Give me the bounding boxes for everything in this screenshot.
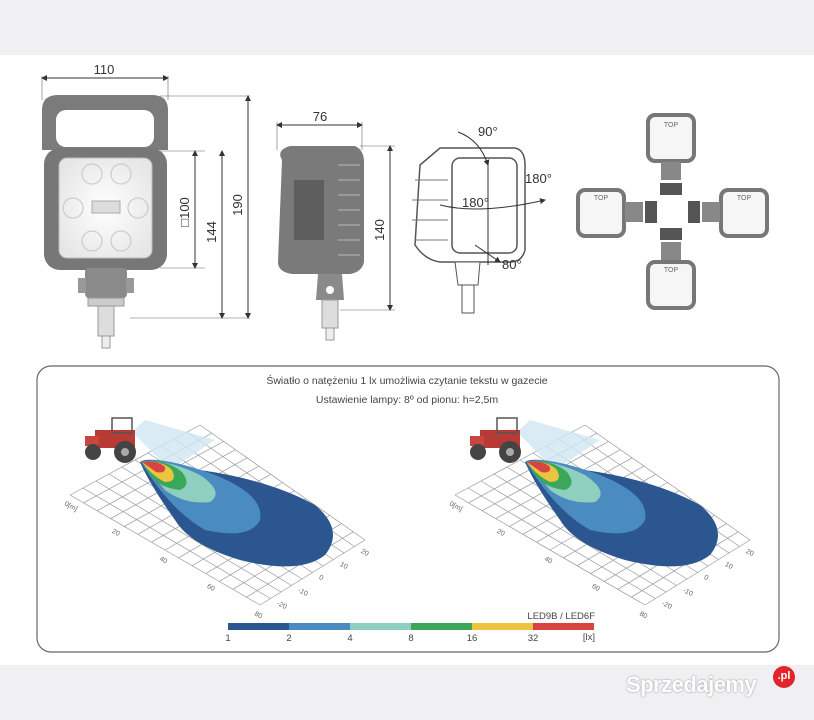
side-view: 76 140	[276, 109, 395, 341]
caption-line1: Światło o natężeniu 1 lx umożliwia czyta…	[266, 374, 547, 387]
dim-body-height: 144	[204, 221, 219, 243]
mount-right: TOP	[688, 188, 769, 238]
legend-tick: 2	[286, 633, 291, 644]
lateral-tick: 20	[745, 548, 755, 558]
legend-swatch	[228, 623, 289, 630]
legend-tick: 8	[408, 633, 413, 644]
light-cone	[517, 420, 600, 470]
svg-text:TOP: TOP	[664, 267, 679, 274]
dim-total-height: 190	[230, 194, 245, 216]
rotation-right-label: 180°	[525, 171, 552, 186]
mount-left: TOP	[576, 188, 657, 238]
lateral-tick: 0	[703, 574, 710, 582]
legend-swatch	[289, 623, 350, 630]
light-cone	[132, 420, 215, 470]
dim-depth: 76	[313, 109, 327, 124]
rotation-top-label: 90°	[478, 124, 498, 139]
dim-width: 110	[94, 62, 115, 77]
legend-swatch	[472, 623, 533, 630]
watermark-badge: .pl	[773, 666, 795, 688]
beam-zone-32lx	[142, 461, 166, 473]
bottom-band	[0, 665, 814, 720]
mount-orientations: TOP TOP TOP TOP	[576, 113, 769, 310]
legend-swatch	[533, 623, 594, 630]
dim-side-height: 140	[372, 219, 387, 241]
lateral-tick: -10	[297, 587, 309, 598]
distance-tick: 40	[158, 556, 168, 566]
caption-line2: Ustawienie lampy: 8º od pionu: h=2,5m	[316, 394, 498, 406]
rotation-view: 90° 180° 180° 80°	[412, 124, 552, 314]
svg-text:TOP: TOP	[594, 195, 609, 202]
dim-square: □100	[177, 197, 192, 227]
lateral-tick: 10	[339, 561, 349, 571]
legend-swatch	[411, 623, 472, 630]
rotation-center-label: 180°	[462, 195, 489, 210]
legend-tick: 32	[528, 633, 539, 644]
distance-tick: 20	[111, 528, 121, 538]
top-band	[0, 0, 814, 55]
distance-tick: 60	[591, 583, 601, 593]
mount-top: TOP	[646, 113, 696, 195]
distance-tick: 80	[253, 611, 263, 621]
lateral-tick: 10	[724, 561, 734, 571]
lateral-tick: -20	[276, 600, 288, 611]
distance-tick: 20	[496, 528, 506, 538]
rotation-bottom-label: 80°	[502, 257, 522, 272]
svg-text:TOP: TOP	[664, 122, 679, 129]
watermark-logo: Sprzedajemy	[626, 672, 757, 697]
distance-tick: 60	[206, 583, 216, 593]
distance-tick: 40	[543, 556, 553, 566]
lateral-tick: 0	[318, 574, 325, 582]
distance-tick: 80	[638, 611, 648, 621]
beam-panel	[36, 365, 780, 653]
legend-tick: 1	[225, 633, 230, 644]
tractor-icon	[470, 417, 521, 463]
mount-bottom: TOP	[646, 228, 696, 310]
legend-swatch	[350, 623, 411, 630]
legend-unit: [lx]	[583, 632, 595, 643]
front-view: 110 □100 144 190	[41, 62, 251, 349]
legend-tick: 4	[347, 633, 352, 644]
lateral-tick: 20	[360, 548, 370, 558]
model-label: LED9B / LED6F	[527, 611, 595, 622]
legend-tick: 16	[467, 633, 478, 644]
lateral-tick: -10	[682, 587, 694, 598]
beam-zone-32lx	[527, 461, 551, 473]
lux-legend: 1 2 4 8 16 32	[225, 623, 594, 644]
svg-text:TOP: TOP	[737, 195, 752, 202]
lateral-tick: -20	[661, 600, 673, 611]
tractor-icon	[85, 417, 136, 463]
